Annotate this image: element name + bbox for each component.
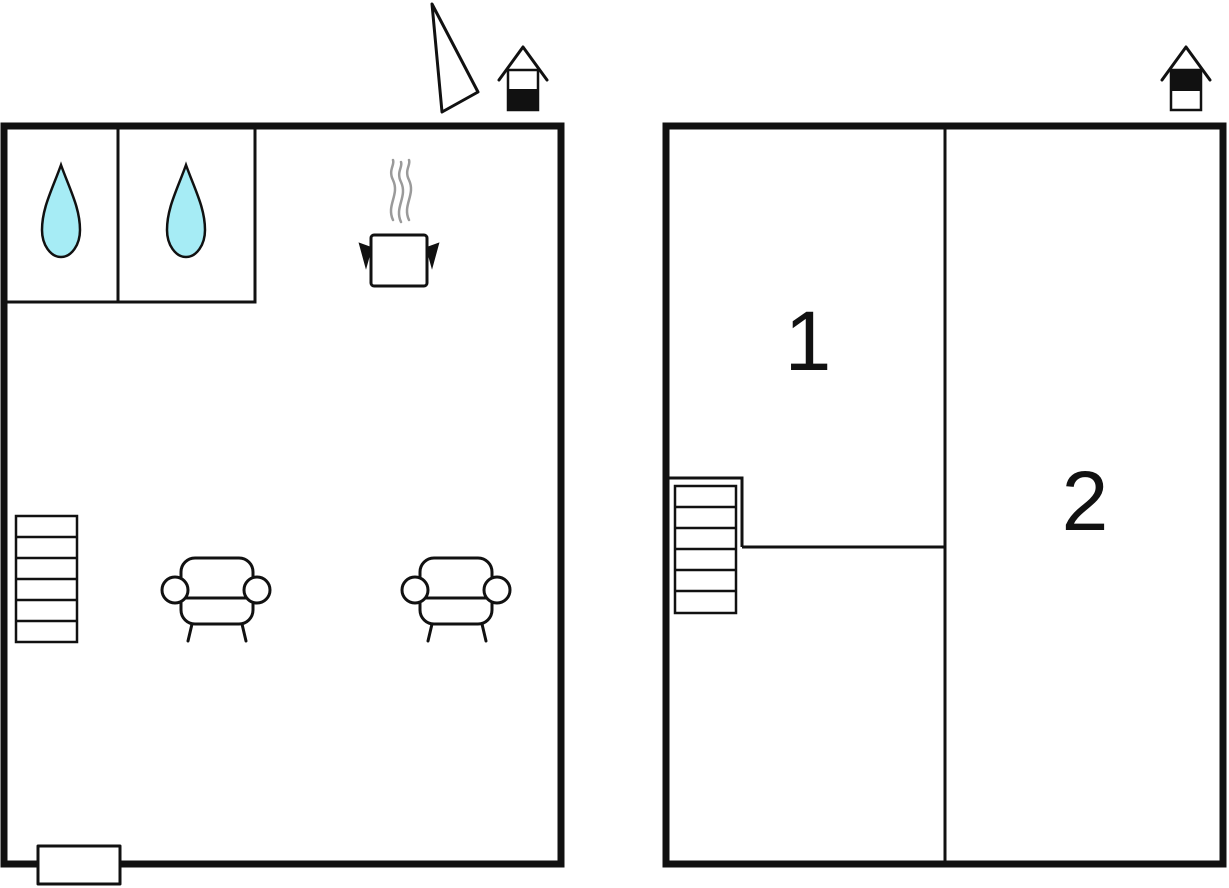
room-partitions <box>669 126 947 864</box>
staircase-icon <box>673 484 738 615</box>
entrance-door-icon <box>36 844 122 886</box>
house-level-indicator-icon <box>1160 45 1212 112</box>
bathroom-partitions <box>4 126 257 304</box>
staircase-icon <box>14 514 79 644</box>
armchair-icon <box>400 556 512 643</box>
kitchen-pot-icon <box>358 158 440 288</box>
house-level-indicator-icon <box>497 45 549 112</box>
ground-floor-outer-walls <box>0 122 565 868</box>
shower-icon <box>40 161 82 259</box>
shower-icon <box>165 161 207 259</box>
upper-floor-plan: 1 2 <box>662 45 1227 868</box>
ground-floor-plan <box>0 2 565 886</box>
north-arrow-icon <box>430 2 480 114</box>
armchair-icon <box>160 556 272 643</box>
room-number-1: 1 <box>785 294 832 388</box>
room-number-2: 2 <box>1062 454 1109 548</box>
